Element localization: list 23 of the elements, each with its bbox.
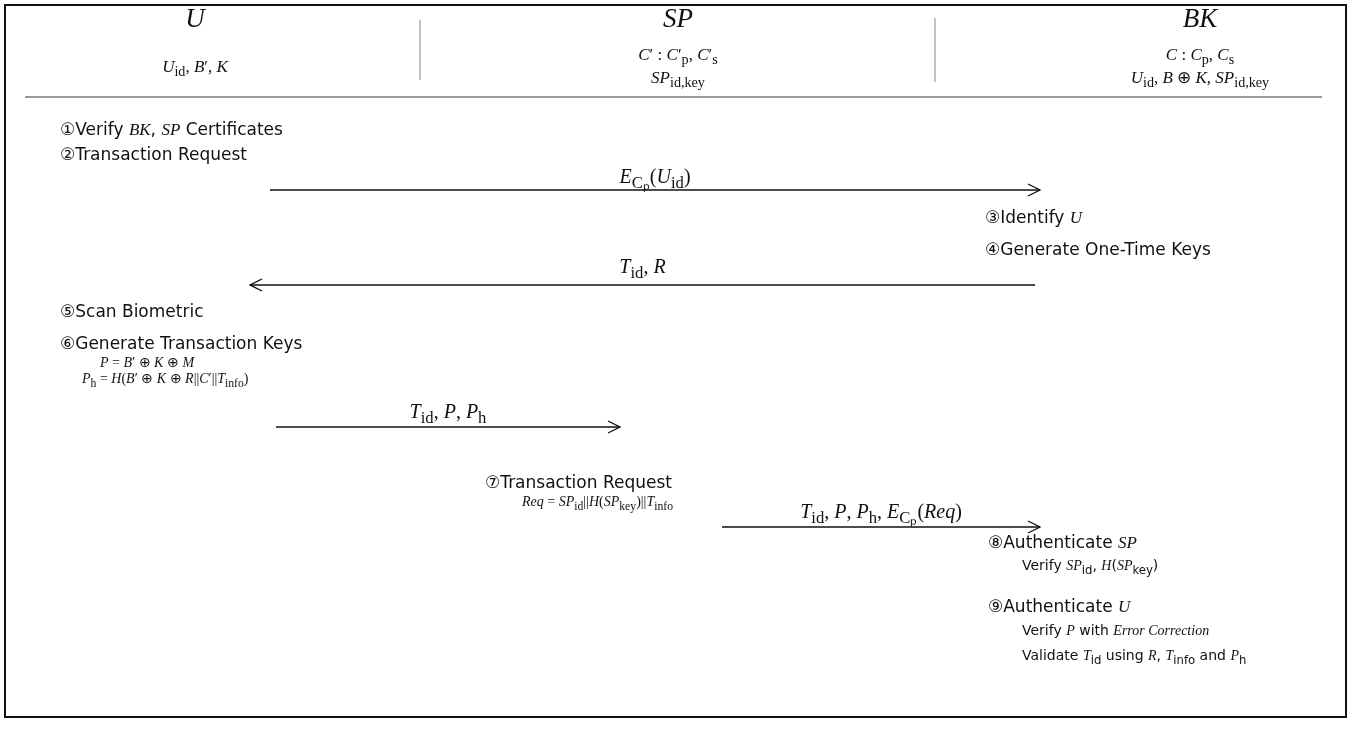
step-text: ⑥Generate Transaction Keys P = B′ ⊕ K ⊕ M P$_{h}$ = H(B′ ⊕ K ⊕ R||C′||T$_{info}$) <box>60 331 350 427</box>
edge-label: T$_{id}$, P, P$_{h}$ <box>409 400 487 429</box>
edge-label: T$_{id}$, P, P$_{h}$, E$_{Cₚ}$(Req) <box>800 500 962 529</box>
edge-label: T$_{id}$, R <box>619 255 666 284</box>
arrow <box>269 183 1041 197</box>
step-text: ②Transaction Request <box>60 142 270 190</box>
arrow <box>275 420 621 434</box>
step-text: ⑧Authenticate SP Verify SP$_{id}$, H(SP$_{key}$) <box>988 527 1228 579</box>
entity-title: SP <box>663 3 693 33</box>
edge-label: E$_{Cₚ}$(U$_{id}$) <box>619 165 691 194</box>
step-text: ④Generate One-Time Keys <box>985 237 1245 285</box>
arrow <box>249 278 1036 292</box>
step-text: ③Identify U <box>985 190 1110 229</box>
step-text: ①Verify BK, SP Certificates <box>60 118 283 141</box>
arrow <box>721 520 1041 534</box>
entity-title: BK <box>1182 3 1218 33</box>
step-detail: Validate T$_{id}$ using R, T$_{info}$ and P$_{h}$ <box>1022 646 1247 669</box>
step-text: ⑨Authenticate U <box>988 595 1131 618</box>
step-detail: Verify P with Error Correction <box>1022 621 1210 640</box>
step-text: ⑦Transaction Request Req = SP$_{id}$||H(SP$_{key}$)||T$_{info}$ <box>485 427 722 527</box>
entity-keys: U$_{id}$, B′, K <box>162 56 228 83</box>
step-text: ⑤Scan Biometric <box>60 285 250 327</box>
entity-title: U <box>185 3 205 33</box>
